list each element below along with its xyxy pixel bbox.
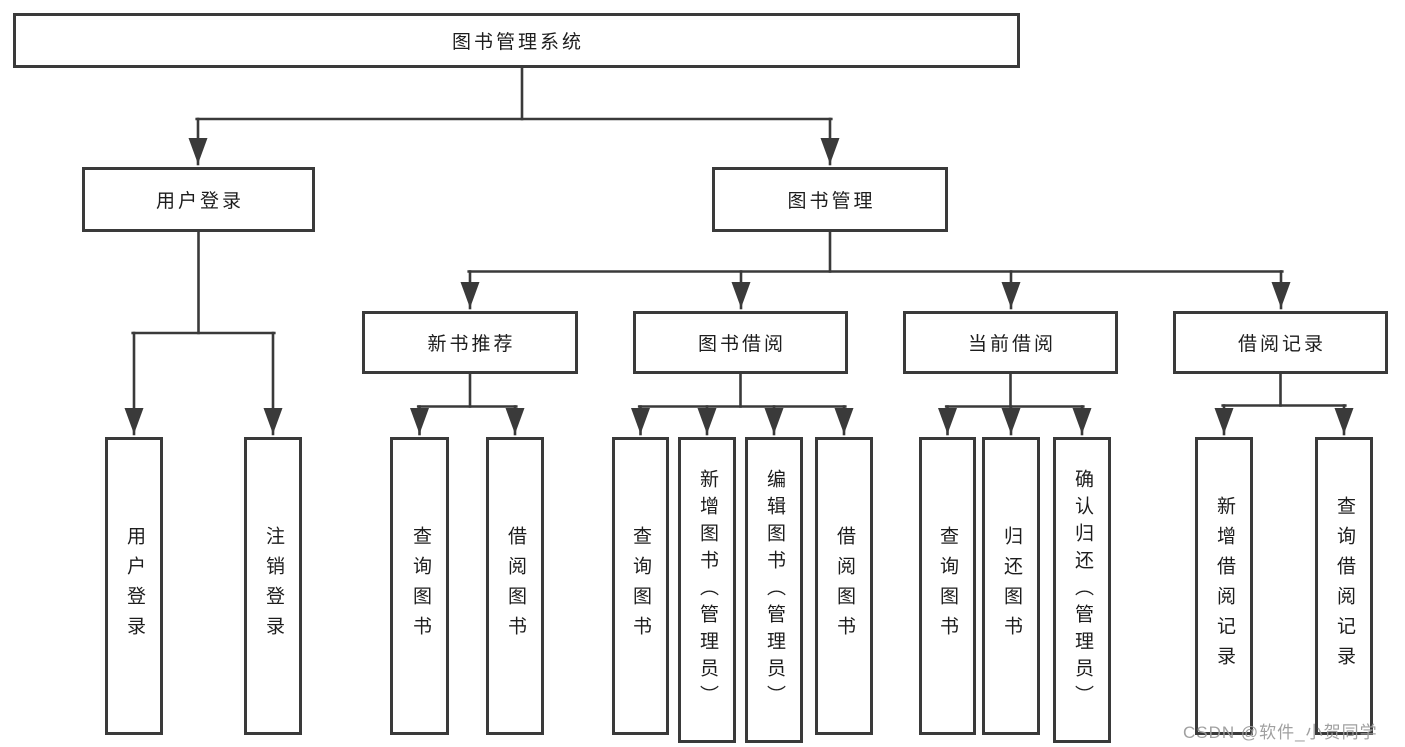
leaf-cb-return-book: 归还图书 [982,437,1040,735]
leaf-logout: 注销登录 [244,437,302,735]
node-book-management: 图书管理 [712,167,948,232]
node-new-book-recommend: 新书推荐 [362,311,578,374]
leaf-br-add-record: 新增借阅记录 [1195,437,1253,735]
leaf-bb-borrow-book: 借阅图书 [815,437,873,735]
node-borrow-records: 借阅记录 [1173,311,1388,374]
node-user-login: 用户登录 [82,167,315,232]
leaf-cb-query-book: 查询图书 [919,437,976,735]
node-current-borrow: 当前借阅 [903,311,1118,374]
leaf-nb-borrow-book: 借阅图书 [486,437,544,735]
leaf-nb-query-book: 查询图书 [390,437,449,735]
leaf-cb-confirm-return-admin: 确认归还（管理员） [1053,437,1111,743]
node-root: 图书管理系统 [13,13,1020,68]
leaf-bb-query-book: 查询图书 [612,437,669,735]
leaf-bb-edit-book-admin: 编辑图书（管理员） [745,437,803,743]
node-book-borrow: 图书借阅 [633,311,848,374]
leaf-bb-add-book-admin: 新增图书（管理员） [678,437,736,743]
watermark-text: CSDN @软件_小贺同学 [1183,723,1378,742]
leaf-br-query-record: 查询借阅记录 [1315,437,1373,735]
leaf-user-login: 用户登录 [105,437,163,735]
